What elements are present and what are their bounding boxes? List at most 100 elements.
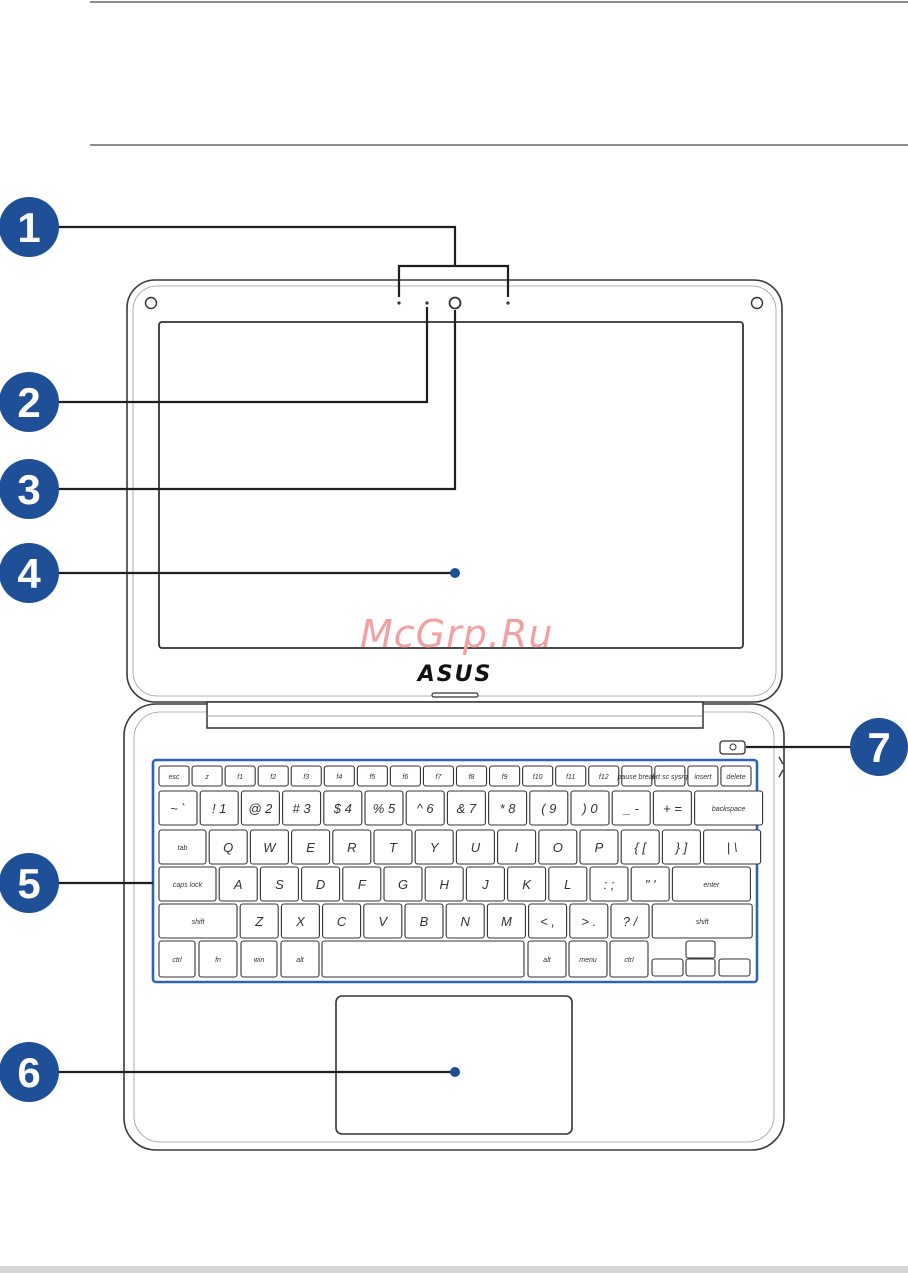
key[interactable] — [568, 940, 608, 978]
key[interactable] — [280, 903, 320, 939]
key[interactable] — [651, 958, 684, 977]
key[interactable] — [257, 765, 289, 787]
power-icon — [729, 743, 737, 751]
key[interactable] — [249, 829, 289, 865]
key-label: backspace — [712, 806, 746, 813]
key[interactable] — [522, 765, 554, 787]
key[interactable] — [422, 765, 455, 787]
key-label: enter — [703, 882, 720, 889]
key[interactable] — [570, 790, 610, 826]
key[interactable] — [685, 958, 716, 977]
key[interactable] — [528, 903, 568, 939]
key[interactable] — [589, 866, 629, 902]
key[interactable] — [579, 829, 619, 865]
key[interactable] — [507, 866, 547, 902]
key[interactable] — [486, 903, 526, 939]
power-button[interactable] — [719, 740, 746, 755]
key[interactable] — [405, 790, 445, 826]
key-label: P — [595, 840, 604, 855]
key[interactable] — [720, 765, 752, 787]
key[interactable] — [239, 903, 279, 939]
key[interactable] — [158, 829, 207, 865]
key[interactable] — [569, 903, 609, 939]
key[interactable] — [654, 765, 686, 787]
key[interactable] — [383, 866, 423, 902]
key[interactable] — [489, 765, 521, 787]
key[interactable] — [609, 940, 649, 978]
key[interactable] — [424, 866, 464, 902]
key[interactable] — [414, 829, 454, 865]
key[interactable] — [332, 829, 372, 865]
key[interactable] — [694, 790, 764, 826]
key[interactable] — [291, 829, 331, 865]
key-label: M — [501, 914, 512, 929]
key[interactable] — [240, 940, 278, 978]
key-label: X — [295, 914, 306, 929]
key[interactable] — [363, 903, 403, 939]
key[interactable] — [282, 790, 322, 826]
key[interactable] — [342, 866, 382, 902]
key[interactable] — [224, 765, 256, 787]
key[interactable] — [158, 903, 238, 939]
key[interactable] — [488, 790, 528, 826]
key[interactable] — [527, 940, 567, 978]
key[interactable] — [321, 940, 525, 978]
key[interactable] — [497, 829, 537, 865]
key[interactable] — [652, 790, 692, 826]
key[interactable] — [538, 829, 578, 865]
key[interactable] — [611, 790, 651, 826]
key-label: _ - — [622, 801, 640, 816]
callout-6-label: 6 — [17, 1049, 40, 1096]
key-label: # 3 — [293, 801, 312, 816]
key[interactable] — [685, 940, 716, 959]
key[interactable] — [191, 765, 223, 787]
key[interactable] — [322, 903, 362, 939]
key[interactable] — [555, 765, 587, 787]
key[interactable] — [290, 765, 322, 787]
key[interactable] — [218, 866, 258, 902]
key-label: Y — [430, 840, 440, 855]
key-label: ? / — [623, 914, 639, 929]
key[interactable] — [446, 790, 486, 826]
key[interactable] — [548, 866, 588, 902]
key[interactable] — [465, 866, 505, 902]
key[interactable] — [661, 829, 701, 865]
key[interactable] — [323, 765, 355, 787]
callout-1-circle — [0, 197, 59, 257]
key[interactable] — [301, 866, 341, 902]
key[interactable] — [240, 790, 280, 826]
key[interactable] — [718, 958, 751, 977]
key[interactable] — [588, 765, 620, 787]
key[interactable] — [620, 829, 660, 865]
key-label: Q — [223, 840, 233, 855]
key[interactable] — [455, 829, 495, 865]
key[interactable] — [364, 790, 404, 826]
key[interactable] — [198, 940, 238, 978]
key[interactable] — [158, 866, 217, 902]
key[interactable] — [280, 940, 320, 978]
key[interactable] — [455, 765, 488, 787]
key[interactable] — [158, 765, 190, 787]
key[interactable] — [703, 829, 762, 865]
key[interactable] — [389, 765, 421, 787]
key[interactable] — [445, 903, 485, 939]
key[interactable] — [651, 903, 753, 939]
key[interactable] — [158, 940, 196, 978]
key[interactable] — [610, 903, 650, 939]
key[interactable] — [630, 866, 670, 902]
key[interactable] — [529, 790, 569, 826]
key[interactable] — [671, 866, 751, 902]
key[interactable] — [621, 765, 653, 787]
key[interactable] — [687, 765, 719, 787]
key[interactable] — [373, 829, 413, 865]
key[interactable] — [323, 790, 363, 826]
key[interactable] — [259, 866, 299, 902]
key[interactable] — [199, 790, 239, 826]
key[interactable] — [356, 765, 388, 787]
key[interactable] — [404, 903, 444, 939]
touchpad[interactable] — [335, 995, 573, 1135]
key-label: Z — [254, 914, 264, 929]
key[interactable] — [208, 829, 248, 865]
key[interactable] — [158, 790, 198, 826]
key-label: B — [420, 914, 429, 929]
